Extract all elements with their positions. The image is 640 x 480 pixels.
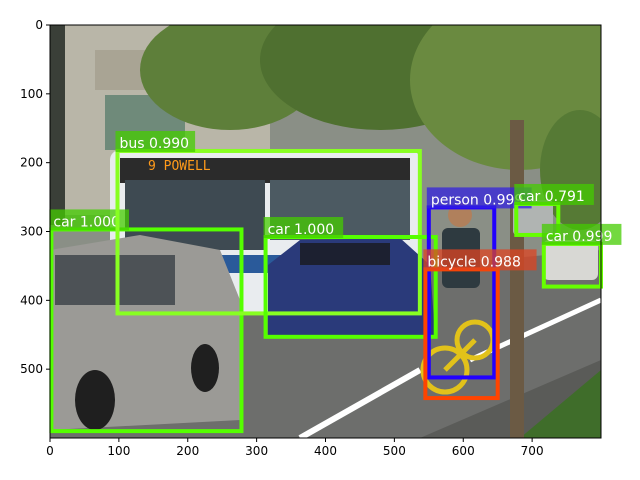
y-tick-label: 400 <box>20 293 43 307</box>
detection-label: car 0.999 <box>546 229 613 245</box>
detection-label-bg <box>115 130 196 152</box>
bounding-box <box>115 148 422 316</box>
detection-label: car 0.791 <box>518 189 585 205</box>
detection-bus-1: bus 0.990 <box>115 130 422 316</box>
detection-label-bg <box>514 183 594 205</box>
detection-label-bg <box>263 217 344 239</box>
detection-car-2: car 1.000 <box>263 217 438 339</box>
x-tick-label: 300 <box>245 444 268 458</box>
detection-bicycle-4: bicycle 0.988 <box>423 249 537 401</box>
detection-label-bg <box>49 209 129 231</box>
y-tick-label: 200 <box>20 156 43 170</box>
detection-label-bg <box>426 187 532 209</box>
detection-person-3: person 0.999 <box>426 187 532 380</box>
bounding-box <box>263 235 438 339</box>
detection-label-bg <box>541 223 622 245</box>
detection-label: bicycle 0.988 <box>427 254 521 270</box>
detection-label: bus 0.990 <box>119 136 189 152</box>
detection-label: car 1.000 <box>53 214 120 230</box>
detection-label: car 1.000 <box>268 222 335 238</box>
x-tick-label: 400 <box>314 444 337 458</box>
detection-overlays: car 1.000 bus 0.990 car 1.000 person 0.999 b… <box>49 130 622 434</box>
street-photo <box>50 25 601 438</box>
y-tick-label: 300 <box>20 225 43 239</box>
x-tick-label: 500 <box>383 444 406 458</box>
detection-car-5: car 0.791 <box>514 183 594 237</box>
x-tick-label: 200 <box>176 444 199 458</box>
x-tick-label: 0 <box>46 444 54 458</box>
y-axis: 0 100 200 300 400 500 <box>20 18 50 376</box>
y-tick-label: 500 <box>20 362 43 376</box>
y-tick-label: 0 <box>35 18 43 32</box>
bus-destination-sign: 9 POWELL <box>148 159 211 174</box>
x-tick-label: 100 <box>107 444 130 458</box>
detection-label: person 0.999 <box>431 192 524 208</box>
x-tick-label: 600 <box>452 444 475 458</box>
x-tick-label: 700 <box>521 444 544 458</box>
x-axis: 0 100 200 300 400 500 600 700 <box>46 438 544 458</box>
detection-label-bg <box>423 249 537 271</box>
bounding-box <box>49 227 244 434</box>
detection-car-0: car 1.000 <box>49 209 244 434</box>
y-tick-label: 100 <box>20 87 43 101</box>
